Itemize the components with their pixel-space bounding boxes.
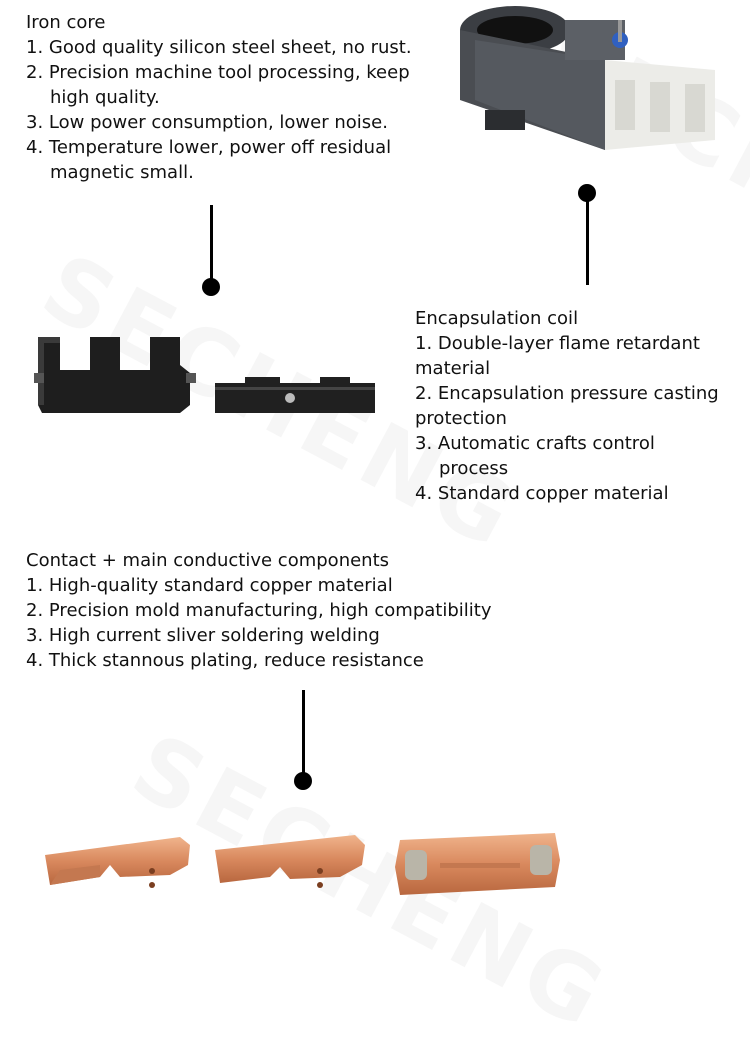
iron-core-point-3: 3. Low power consumption, lower noise. (26, 112, 388, 133)
iron-core-point-4-cont: magnetic small. (50, 162, 194, 183)
contact-leader-line (302, 690, 305, 775)
iron-core-description: Iron core 1. Good quality silicon steel … (26, 10, 412, 185)
contact-title: Contact + main conductive components (26, 550, 390, 571)
coil-point-1: 1. Double-layer flame retardant (415, 333, 700, 354)
iron-core-point-2-cont: high quality. (50, 87, 160, 108)
iron-core-point-2: 2. Precision machine tool processing, ke… (26, 62, 410, 83)
iron-core-leader-line (210, 205, 213, 285)
contact-point-2: 2. Precision mold manufacturing, high co… (26, 600, 492, 621)
coil-title: Encapsulation coil (415, 308, 579, 329)
coil-point-2: 2. Encapsulation pressure casting (415, 383, 719, 404)
iron-core-point-1: 1. Good quality silicon steel sheet, no … (26, 37, 412, 58)
contact-description: Contact + main conductive components 1. … (26, 548, 491, 673)
iron-core-title: Iron core (26, 12, 106, 33)
contact-point-4: 4. Thick stannous plating, reduce resist… (26, 650, 424, 671)
copper-contacts-image (45, 833, 560, 895)
iron-core-image (34, 337, 375, 413)
coil-leader-line (586, 195, 589, 285)
iron-core-point-4: 4. Temperature lower, power off residual (26, 137, 392, 158)
coil-description: Encapsulation coil 1. Double-layer flame… (415, 306, 719, 506)
contact-point-1: 1. High-quality standard copper material (26, 575, 393, 596)
iron-core-leader-dot (202, 278, 220, 296)
coil-image (460, 6, 715, 150)
coil-point-1-cont: material (415, 358, 491, 379)
coil-leader-dot (578, 184, 596, 202)
coil-point-4: 4. Standard copper material (415, 483, 669, 504)
coil-point-3-cont: process (439, 458, 509, 479)
coil-point-2-cont: protection (415, 408, 507, 429)
coil-point-3: 3. Automatic crafts control (415, 433, 655, 454)
contact-leader-dot (294, 772, 312, 790)
contact-point-3: 3. High current sliver soldering welding (26, 625, 380, 646)
